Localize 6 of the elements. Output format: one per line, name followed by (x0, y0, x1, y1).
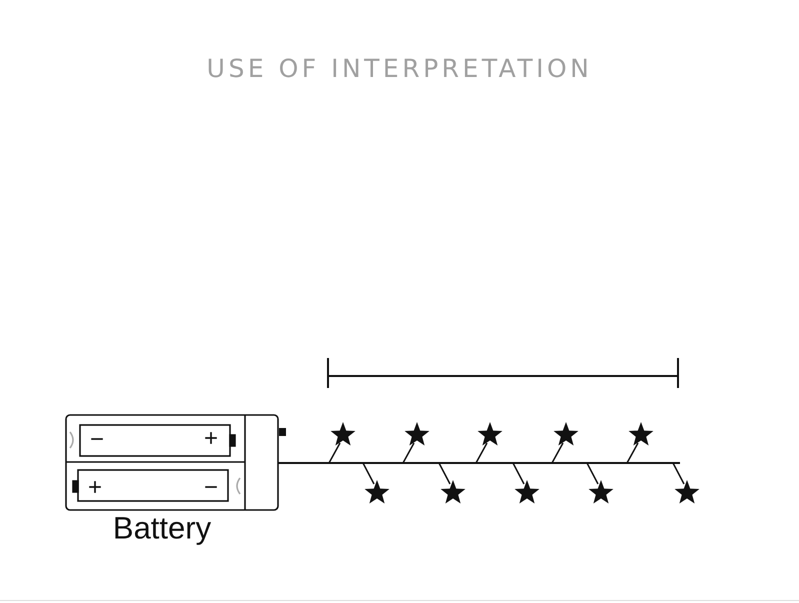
polarity-sign: − (90, 428, 104, 452)
polarity-sign: + (204, 427, 218, 451)
title: USE OF INTERPRETATION (206, 54, 594, 83)
polarity-sign: + (88, 476, 102, 500)
polarity-sign: − (204, 476, 218, 500)
battery-label: Battery (112, 512, 212, 544)
